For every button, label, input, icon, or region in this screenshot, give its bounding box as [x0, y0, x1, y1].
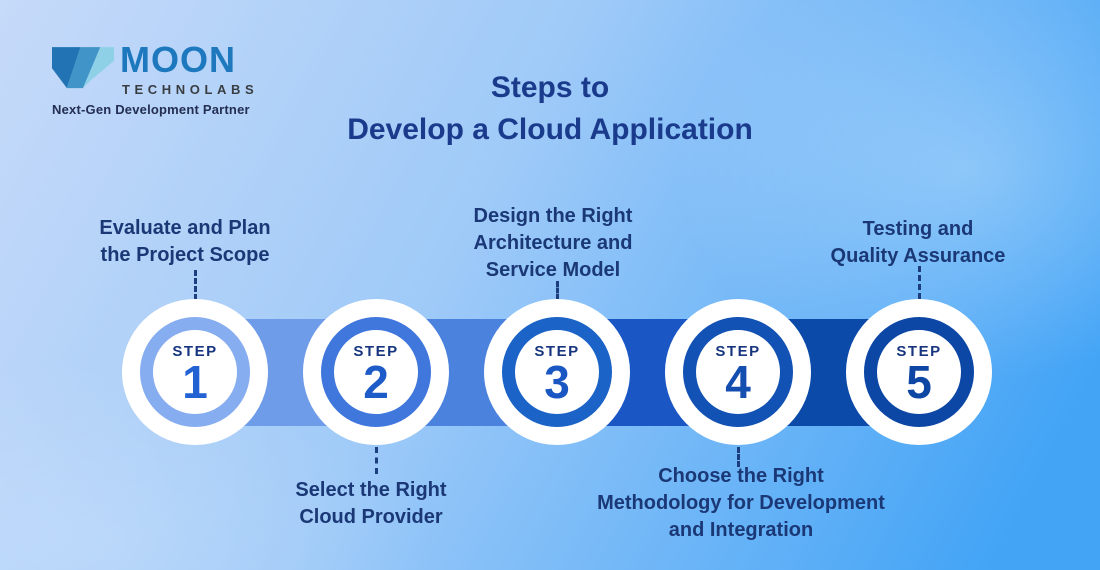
step-node-2: STEP 2 [303, 299, 449, 445]
page-title-line1: Steps to [490, 71, 610, 104]
connector-step-5 [918, 266, 921, 299]
step-caption-3: Design the Right Architecture and Servic… [473, 205, 633, 281]
step-number-3: 3 [544, 355, 570, 408]
connector-step-3 [556, 281, 559, 300]
step-number-1: 1 [182, 355, 208, 408]
step-node-4: STEP 4 [665, 299, 811, 445]
page-title: Steps to Develop a Cloud Application [0, 68, 1100, 152]
step-node-5: STEP 5 [846, 299, 992, 445]
brand-tagline: Next-Gen Development Partner [52, 102, 250, 117]
step-word-3: STEP [534, 342, 580, 360]
moon-technolabs-logo-icon [52, 47, 114, 89]
step-number-2: 2 [363, 355, 389, 408]
step-node-1: STEP 1 [122, 299, 268, 445]
step-word-5: STEP [896, 342, 942, 360]
step-caption-1: Evaluate and Plan the Project Scope [99, 217, 271, 266]
connector-step-1 [194, 270, 197, 300]
brand-subname: TECHNOLABS [122, 82, 259, 97]
step-node-3: STEP 3 [484, 299, 630, 445]
step-word-2: STEP [353, 342, 399, 360]
step-caption-4: Choose the Right Methodology for Develop… [597, 465, 885, 541]
step-number-5: 5 [906, 355, 932, 408]
step-number-4: 4 [725, 355, 751, 408]
step-caption-2: Select the Right Cloud Provider [295, 479, 447, 528]
page-title-line2: Develop a Cloud Application [347, 113, 753, 146]
connector-step-4 [737, 447, 740, 467]
step-caption-5: Testing and Quality Assurance [830, 218, 1006, 267]
step-word-1: STEP [172, 342, 218, 360]
brand-name: MOON [120, 39, 236, 80]
brand-logo: MOON TECHNOLABS Next-Gen Development Par… [52, 40, 267, 117]
connector-step-2 [375, 447, 378, 474]
step-word-4: STEP [715, 342, 761, 360]
